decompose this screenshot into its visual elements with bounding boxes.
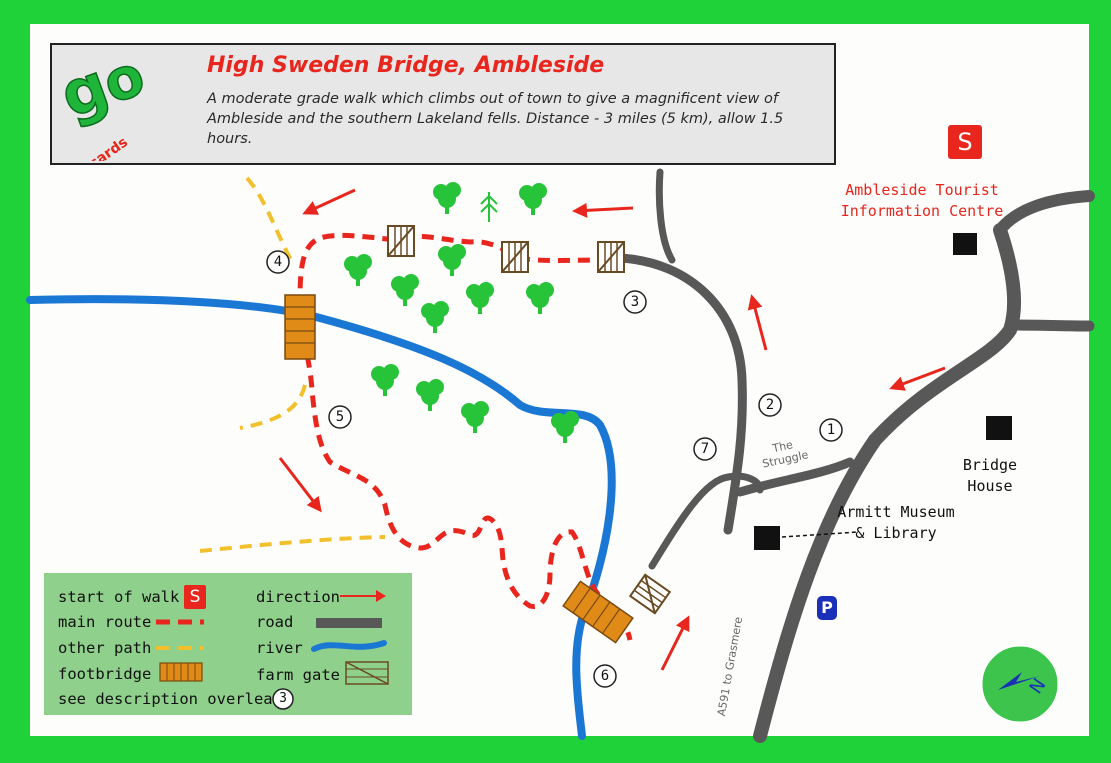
waypoint-5: 5 xyxy=(335,409,345,425)
legend-direction-label: direction xyxy=(256,588,340,606)
legend-overleaf-symbol: 3 xyxy=(279,691,287,706)
parking-badge: P xyxy=(817,596,837,620)
legend-start-label: start of walk xyxy=(58,588,180,606)
legend-symbols xyxy=(156,590,389,710)
farm-gates xyxy=(387,225,671,615)
conifer-tree xyxy=(480,192,498,222)
legend-start-symbol: S xyxy=(184,585,206,609)
waypoint-1: 1 xyxy=(826,422,836,438)
page-title: High Sweden Bridge, Ambleside xyxy=(207,53,605,78)
legend-road-label: road xyxy=(256,613,294,631)
start-badge: S xyxy=(948,125,982,159)
buildings xyxy=(754,233,1012,550)
armitt-leader xyxy=(781,531,859,538)
roads xyxy=(615,168,1095,743)
walk-description: A moderate grade walk which climbs out o… xyxy=(207,91,784,147)
direction-arrows xyxy=(278,188,946,671)
waypoint-4: 4 xyxy=(273,254,283,270)
waypoint-circles xyxy=(266,250,843,688)
legend-footbridge-label: footbridge xyxy=(58,665,152,683)
legend-river-label: river xyxy=(256,639,303,657)
svg-text:cards: cards xyxy=(86,134,130,161)
trees xyxy=(344,182,579,443)
waypoint-6: 6 xyxy=(600,668,610,684)
compass xyxy=(981,645,1059,723)
waypoint-2: 2 xyxy=(765,397,775,413)
legend-overleaf-label: see description overleaf xyxy=(58,690,282,708)
waypoint-7: 7 xyxy=(700,441,710,457)
title-panel: g o cards High Sweden Bridge, Ambleside … xyxy=(50,43,836,165)
legend-main-route-label: main route xyxy=(58,613,152,631)
bridge-house-label: Bridge House xyxy=(962,456,1018,495)
legend-other-path-label: other path xyxy=(58,639,152,657)
go-cards-logo: g o cards xyxy=(60,49,154,161)
armitt-label: Armitt Museum & Library xyxy=(837,503,955,542)
legend-farm-gate-label: farm gate xyxy=(256,666,340,684)
waypoint-3: 3 xyxy=(630,294,640,310)
legend: start of walk S main route other path fo… xyxy=(44,573,412,715)
other-paths xyxy=(199,176,386,553)
tourist-info-label: Ambleside Tourist Information Centre xyxy=(840,181,1004,220)
